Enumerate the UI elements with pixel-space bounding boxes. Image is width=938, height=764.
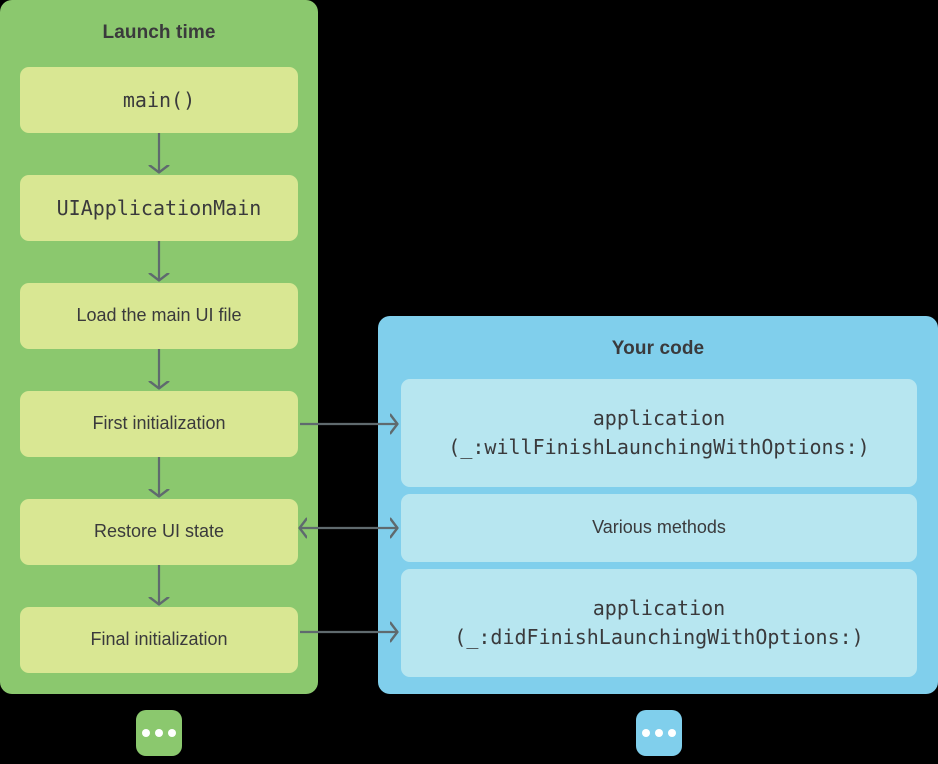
ellipsis-dot-icon [642,729,650,737]
ellipsis-dot-icon [668,729,676,737]
node-restore-ui-state-label: Restore UI state [93,521,225,542]
node-uiapplicationmain-label: UIApplicationMain [56,195,262,220]
node-load-main-ui-file: Load the main UI file [20,283,298,349]
ellipsis-dot-icon [655,729,663,737]
node-did-finish-launching-label: application (_:didFinishLaunchingWithOpt… [454,596,864,649]
node-various-methods: Various methods [401,494,917,562]
node-final-initialization: Final initialization [20,607,298,673]
ellipsis-dot-icon [155,729,163,737]
node-did-finish-launching: application (_:didFinishLaunchingWithOpt… [401,569,917,677]
node-final-initialization-label: Final initialization [90,629,228,650]
node-main: main() [20,67,298,133]
ellipsis-badge-launch-time[interactable] [136,710,182,756]
node-main-label: main() [122,87,196,112]
node-restore-ui-state: Restore UI state [20,499,298,565]
node-load-main-ui-file-label: Load the main UI file [76,305,242,326]
node-will-finish-launching: application (_:willFinishLaunchingWithOp… [401,379,917,487]
ellipsis-dot-icon [142,729,150,737]
node-various-methods-label: Various methods [592,517,726,538]
ellipsis-dot-icon [168,729,176,737]
node-will-finish-launching-label: application (_:willFinishLaunchingWithOp… [448,406,870,459]
panel-your-code-title: Your code [611,338,705,359]
node-uiapplicationmain: UIApplicationMain [20,175,298,241]
ellipsis-badge-your-code[interactable] [636,710,682,756]
node-first-initialization: First initialization [20,391,298,457]
panel-launch-time-title: Launch time [102,22,216,43]
node-first-initialization-label: First initialization [92,413,226,434]
